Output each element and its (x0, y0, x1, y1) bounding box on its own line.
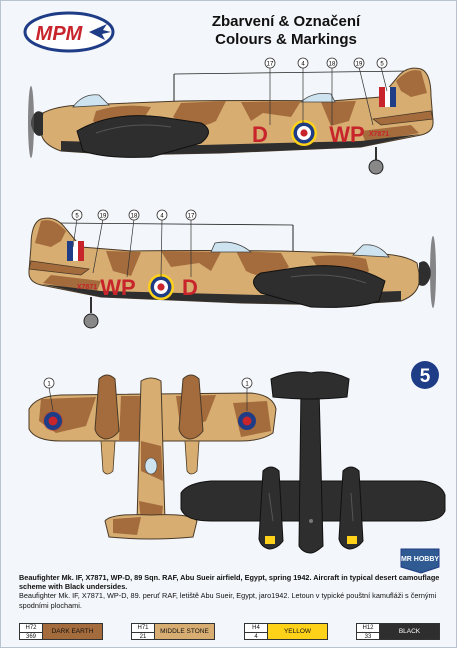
title-english: Colours & Markings (215, 31, 357, 48)
swatch-code: H12 (357, 624, 379, 633)
fuselage-roundel (291, 120, 317, 146)
caption-english: Beaufighter Mk. IF, X7871, WP-D, 89 Sqn.… (19, 573, 440, 592)
callout-number: 19 (356, 62, 363, 68)
fuselage-roundel (148, 274, 174, 300)
callout-number: 1 (245, 382, 249, 388)
page-title: Zbarvení & Označení Colours & Markings (151, 13, 421, 49)
callout-number: 5 (75, 214, 79, 220)
swatch-name: BLACK (380, 624, 439, 639)
callout-number: 5 (380, 62, 384, 68)
side-view-port: WP D X7871 (28, 217, 436, 329)
swatch-number: 21 (139, 634, 147, 640)
underside-view (180, 371, 446, 554)
variant-badge: 5 (411, 361, 439, 389)
swatch-code: H71 (132, 624, 154, 633)
callouts-top: 17 4 18 19 5 (264, 57, 388, 126)
callout-number: 19 (100, 214, 107, 220)
swatch-number: 369 (25, 634, 36, 640)
callout-number: 4 (301, 62, 305, 68)
swatch-number: 33 (364, 634, 372, 640)
title-czech: Zbarvení & Označení (211, 13, 361, 30)
caption: Beaufighter Mk. IF, X7871, WP-D, 89 Sqn.… (19, 573, 444, 610)
top-view-plan: 1 1 (28, 374, 277, 540)
callout-number: 17 (267, 62, 274, 68)
logo-text: MPM (36, 23, 84, 45)
badge-text: MR HOBBY (401, 556, 439, 563)
mr-hobby-badge: MR HOBBY (400, 548, 440, 574)
jet-icon (89, 24, 111, 40)
variant-number: 5 (420, 366, 431, 387)
wing-roundel-left (43, 411, 63, 431)
swatch-number: 4 (254, 634, 258, 640)
swatch-name: YELLOW (268, 624, 327, 639)
swatch-code: H72 (20, 624, 42, 633)
code-letter-left: D (252, 122, 268, 147)
code-letter-right: D (182, 275, 198, 300)
swatch-name: MIDDLE STONE (155, 624, 214, 639)
callout-number: 1 (47, 382, 51, 388)
callout-number: 18 (131, 214, 138, 220)
wing-roundel-right (238, 412, 256, 430)
callout-number: 18 (329, 62, 336, 68)
caption-czech: Beaufighter Mk. IF, X7871, WP-D, 89. per… (19, 591, 437, 610)
serial-number: X7871 (369, 131, 389, 138)
mpm-logo: MPM (23, 11, 115, 53)
swatch-name: DARK EARTH (43, 624, 102, 639)
side-view-starboard: D WP X7871 (28, 67, 434, 175)
callouts-bottom: 5 19 18 4 17 (71, 209, 197, 278)
serial-number: X7871 (77, 284, 97, 291)
swatch-code: H4 (245, 624, 267, 633)
callout-number: 17 (188, 214, 195, 220)
code-letter-left: WP (100, 275, 135, 300)
code-letter-right: WP (329, 122, 364, 147)
callout-number: 4 (160, 214, 164, 220)
